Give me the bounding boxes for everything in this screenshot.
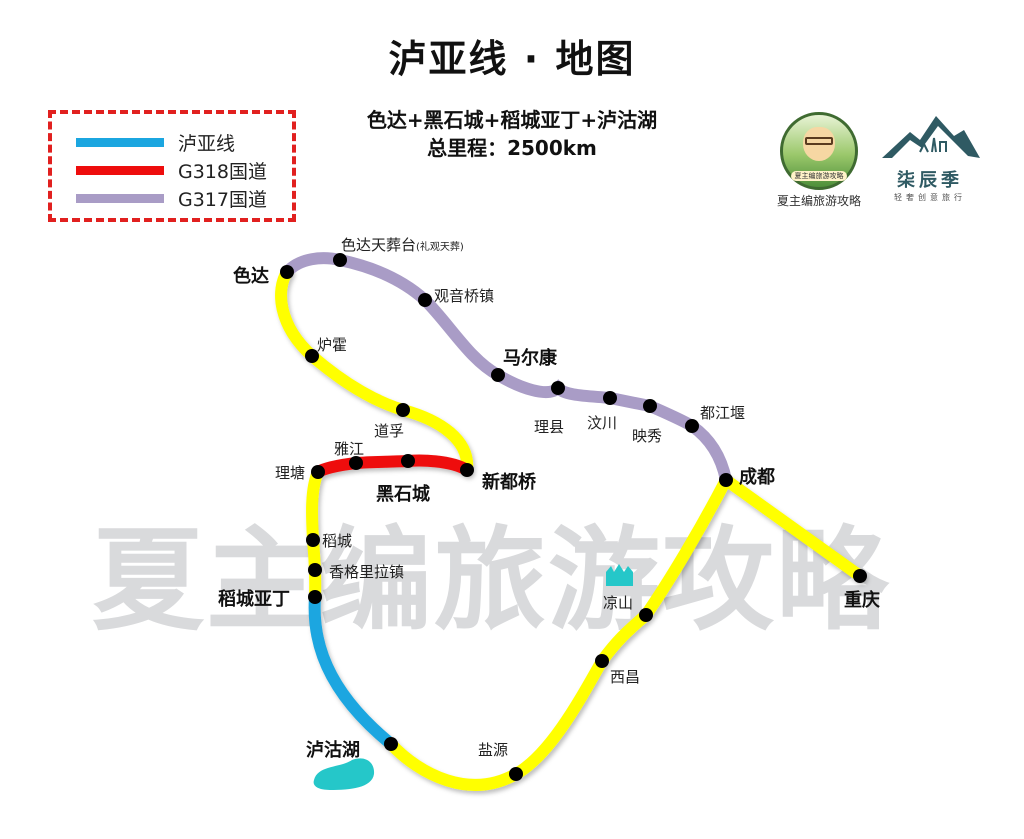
label-xinduqiao: 新都桥 [482,472,536,493]
stop-dot-litang [311,465,325,479]
stop-dot-luhuo [305,349,319,363]
stop-dot-seda-burial [333,253,347,267]
label-liangshan: 凉山 [603,594,634,612]
stop-dot-heishicheng [401,454,415,468]
logo-qichenji: 柒辰季 轻奢创意旅行 [876,112,984,203]
legend-swatch-g318 [76,165,164,175]
label-lixian: 理县 [534,418,565,436]
label-daocheng: 稻城 [322,532,353,550]
legend-item-luya: 泸亚线 [76,130,236,155]
stop-dot-xinduqiao [460,463,474,477]
stop-dot-daofu [396,403,410,417]
liangshan-mountain-icon [606,564,633,586]
stop-dot-lugu [384,737,398,751]
legend-swatch-g317 [76,193,164,203]
label-seda: 色达 [233,266,269,287]
stop-dot-chongqing [853,569,867,583]
stop-dot-seda [280,265,294,279]
stop-dot-xichang [595,654,609,668]
stop-dot-liangshan [639,608,653,622]
stop-dot-yading [308,590,322,604]
route-g318 [312,454,473,478]
legend-swatch-luya [76,137,164,147]
stop-dot-daocheng [306,533,320,547]
legend-item-g318: G318国道 [76,158,267,183]
total-distance: 总里程：2500km [427,136,597,160]
stop-dot-maerkang [491,368,505,382]
label-xichang: 西昌 [610,668,641,686]
label-litang: 理塘 [275,464,306,482]
legend-label: G317国道 [178,188,267,211]
label-wenchuan: 汶川 [587,414,618,432]
label-daofu: 道孚 [374,422,405,440]
logo-tagline: 轻奢创意旅行 [894,193,966,202]
label-shangrila-town: 香格里拉镇 [329,563,405,581]
logo-name: 柒辰季 [897,170,963,191]
label-guanyinqiao: 观音桥镇 [434,287,495,305]
lugu-lake-icon [313,758,375,790]
label-maerkang: 马尔康 [503,348,557,369]
watermark: 夏主编旅游攻略 [92,516,890,646]
page-title: 泸亚线 · 地图 [388,37,636,81]
stop-dot-yajiang [349,456,363,470]
stop-dot-lixian [551,381,565,395]
logo-xiazhubian: 夏主编旅游攻略 夏主编旅游攻略 [775,112,863,209]
stop-dot-dujiangyan [685,419,699,433]
stop-dot-yingxiu [643,399,657,413]
stop-dot-shangrila [308,563,322,577]
label-daocheng-yading: 稻城亚丁 [218,589,290,610]
route-summary: 色达+黑石城+稻城亚丁+泸沽湖 [366,108,658,132]
route-yellow-south [385,474,732,791]
legend: 泸亚线 G318国道 G317国道 [48,110,296,222]
stop-dot-guanyinqiao [418,293,432,307]
route-yellow-east [720,474,866,582]
label-dujiangyan: 都江堰 [700,404,746,422]
label-yanyuan: 盐源 [478,741,509,759]
legend-item-g317: G317国道 [76,186,267,211]
label-heishicheng: 黑石城 [376,484,430,505]
legend-label: G318国道 [178,160,267,183]
route-luya [308,591,397,750]
label-yingxiu: 映秀 [632,427,663,445]
label-chongqing: 重庆 [844,590,880,611]
alpaca-logo-icon: 夏主编旅游攻略 [780,112,858,190]
stop-dot-chengdu [719,473,733,487]
route-yellow-north [275,266,474,476]
legend-label: 泸亚线 [178,132,236,155]
logo-caption: 夏主编旅游攻略 [776,194,861,208]
label-lugu-lake: 泸沽湖 [306,740,360,761]
stop-dot-wenchuan [603,391,617,405]
mountain-logo-icon [882,116,980,158]
label-chengdu: 成都 [739,467,775,488]
label-yajiang: 雅江 [334,440,365,458]
stop-dot-yanyuan [509,767,523,781]
label-seda-burial: 色达天葬台(礼观天葬) [341,236,464,254]
label-luhuo: 炉霍 [317,336,348,354]
